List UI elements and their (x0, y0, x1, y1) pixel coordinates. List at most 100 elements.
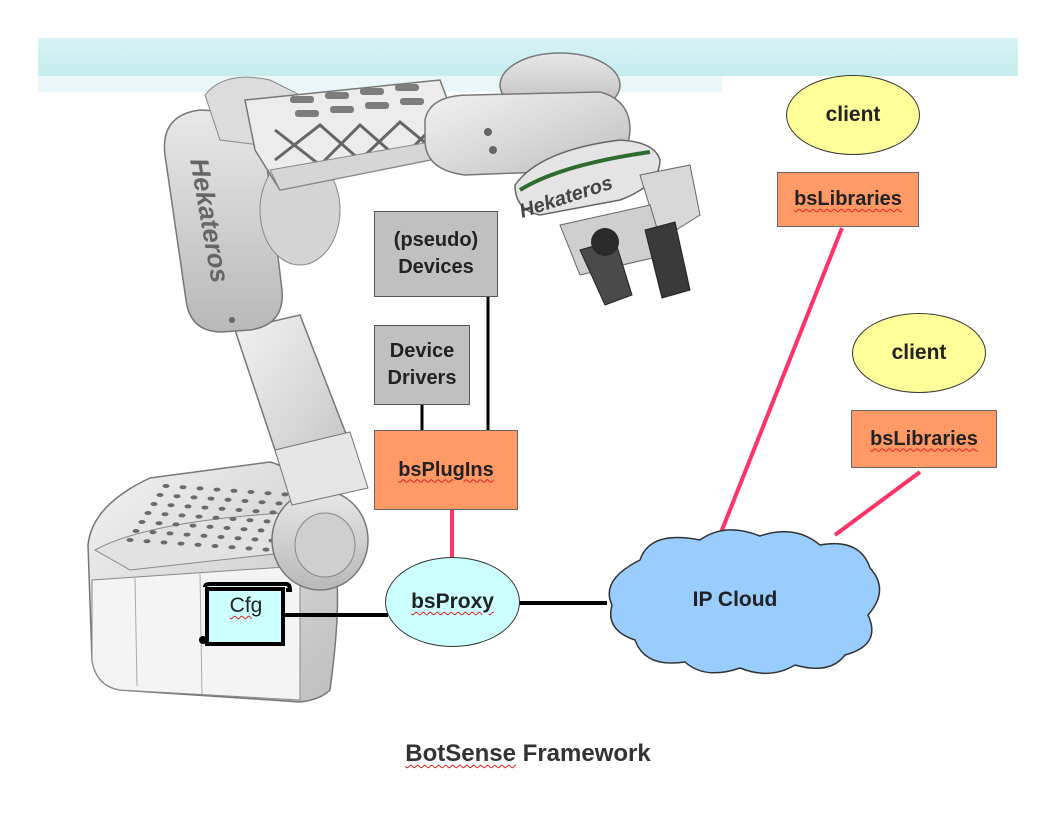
vent-hole (167, 503, 175, 508)
pseudo-devices-label-line1: (pseudo) (393, 229, 479, 251)
gripper-finger-right (644, 221, 691, 299)
elbow-link (163, 109, 283, 333)
vent-hole (184, 504, 192, 509)
vent-hole (156, 493, 164, 497)
vent-hole (178, 513, 186, 518)
vent-hole (247, 490, 255, 494)
vent-hole (143, 539, 151, 544)
vent-hole (200, 533, 208, 538)
vent-hole (149, 530, 157, 535)
gripper-band (518, 150, 651, 192)
vent-hole (263, 519, 271, 524)
client-right-label: client (891, 341, 947, 364)
vent-hole (138, 520, 146, 524)
vent-hole (240, 527, 248, 532)
wrist-bolt (489, 146, 497, 154)
vent-hole (161, 512, 169, 517)
upper-arm-slots (290, 84, 424, 117)
lower-arm-collar (274, 431, 369, 506)
vent-hole (173, 494, 181, 499)
device-drivers-label-line1: Device (389, 340, 455, 362)
vent-hole (269, 510, 277, 515)
vent-hole (217, 535, 225, 539)
pseudo-devices-node: (pseudo) Devices (374, 211, 498, 297)
robot-base-edge (134, 577, 138, 687)
cfg-label: Cfg (210, 594, 282, 618)
vent-hole (189, 523, 197, 528)
bslibraries-top-label: bsLibraries (794, 188, 902, 210)
elbow-bolt (229, 317, 235, 323)
bslibraries-right-label: bsLibraries (870, 427, 978, 450)
vent-hole (257, 528, 265, 533)
cfg-scroll (199, 582, 293, 646)
vent-hole (218, 506, 226, 511)
vent-hole (258, 500, 266, 505)
vent-hole (207, 496, 215, 501)
bsplugins-node: bsPlugIns (374, 430, 518, 510)
vent-hole (246, 518, 254, 523)
vent-hole (230, 488, 238, 493)
client-top-node: client (786, 75, 920, 155)
vent-hole (264, 491, 272, 496)
vent-hole (183, 532, 191, 537)
robot-base-edge (199, 573, 203, 695)
vent-hole (206, 524, 214, 529)
vent-hole (177, 541, 185, 546)
cfg-label-text: Cfg (229, 594, 263, 617)
vent-hole (235, 508, 243, 512)
vent-hole (160, 540, 168, 545)
vent-hole (196, 486, 204, 491)
pseudo-devices-label-line2: Devices (398, 256, 474, 278)
vent-hole (251, 537, 259, 542)
vent-hole (144, 511, 152, 515)
vent-hole (223, 526, 231, 530)
vent-hole (262, 547, 270, 552)
vent-hole (195, 514, 203, 519)
vent-hole (190, 495, 198, 500)
vent-hole (126, 538, 134, 542)
vent-hole (228, 545, 236, 550)
client-right-node: client (852, 313, 986, 393)
bslibraries-right-node: bsLibraries (851, 410, 997, 468)
ip-cloud-shape (608, 529, 881, 674)
vent-hole (275, 501, 283, 506)
page-title: BotSense Framework (0, 740, 1056, 768)
vent-hole (162, 484, 170, 488)
vent-hole (241, 499, 249, 503)
vent-hole (229, 517, 237, 521)
client-top-label: client (825, 103, 881, 126)
vent-hole (132, 529, 140, 533)
vent-hole (172, 522, 180, 527)
vent-hole (224, 497, 232, 502)
vent-hole (166, 531, 174, 536)
vent-hole (252, 509, 260, 514)
vent-hole (245, 546, 253, 551)
bslibraries-top-node: bsLibraries (777, 172, 919, 227)
vent-hole (155, 521, 163, 526)
connections (283, 227, 922, 617)
link-client-top-cloud (718, 227, 844, 536)
bsproxy-label: bsProxy (411, 590, 494, 613)
gripper-gear (591, 228, 619, 256)
vent-hole (179, 485, 187, 490)
link-client-right-cloud (833, 470, 922, 537)
vent-hole (194, 542, 202, 547)
ip-cloud-label: IP Cloud (692, 588, 778, 611)
vent-hole (234, 536, 242, 541)
wrist-bolt (484, 128, 492, 136)
bsproxy-node: bsProxy (385, 557, 520, 647)
vent-hole (201, 505, 209, 510)
vent-hole (281, 492, 289, 497)
device-drivers-node: Device Drivers (374, 325, 470, 405)
title-word-botsense: BotSense (405, 740, 516, 767)
vent-hole (212, 515, 220, 520)
title-word-framework: Framework (515, 740, 651, 767)
gripper-ring (514, 139, 661, 216)
vent-hole (150, 502, 158, 506)
shoulder-joint-cap (294, 512, 356, 578)
bsplugins-label: bsPlugIns (398, 458, 494, 481)
device-drivers-label-line2: Drivers (387, 367, 457, 389)
vent-hole (211, 544, 219, 548)
vent-hole (213, 487, 221, 492)
